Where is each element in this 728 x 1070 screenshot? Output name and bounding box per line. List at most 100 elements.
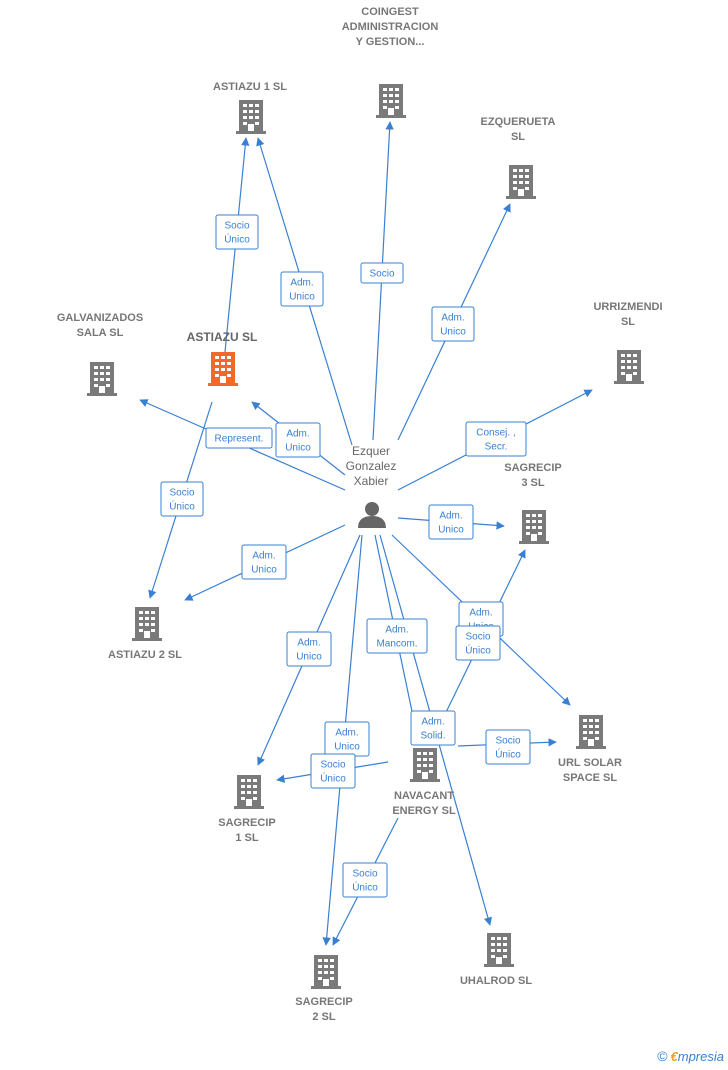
edge-label-text: Unico	[251, 565, 277, 576]
edge-label-text: Socio	[465, 632, 490, 643]
edge-label-text: Unico	[334, 742, 360, 753]
edge-label-text: Único	[169, 500, 195, 513]
edge-label-text: Socio	[369, 269, 394, 280]
company-label: ASTIAZU 2 SL	[108, 649, 182, 661]
edge-label-text: Único	[224, 233, 250, 246]
edge-label-text: Unico	[289, 292, 315, 303]
person-icon	[358, 502, 386, 528]
company-label: 1 SL	[235, 832, 259, 844]
building-icon	[311, 955, 341, 989]
person-label: Xabier	[354, 474, 389, 488]
edge-label-box	[286, 631, 332, 667]
company-label: SL	[511, 131, 525, 143]
edge-label-box	[160, 481, 204, 517]
edge-label-box	[485, 729, 531, 765]
company-label: SAGRECIP	[295, 996, 352, 1008]
building-icon	[376, 84, 406, 118]
edge-label-e15[interactable]: Adm. Unico	[324, 721, 370, 757]
edge-label-box	[310, 753, 356, 789]
company-label: 3 SL	[521, 477, 545, 489]
company-label: URRIZMENDI	[593, 301, 662, 313]
edge-label-text: Represent.	[215, 434, 264, 445]
company-node-ezquerueta[interactable]: EZQUERUETA SL	[481, 116, 556, 199]
edge-label-e13[interactable]: Adm. Mancom.	[366, 618, 428, 654]
edge-label-text: Socio	[224, 221, 249, 232]
company-label: SALA SL	[77, 327, 124, 339]
edge-labels-layer: SocioÚnicoAdm.UnicoSocioAdm.UnicoConsej.…	[160, 214, 531, 898]
company-node-urrizmendi[interactable]: URRIZMENDI SL	[593, 301, 663, 384]
edge-label-e5[interactable]: Consej. ,Secr.	[465, 421, 527, 457]
edge-label-text: Socio	[169, 488, 194, 499]
building-icon	[614, 350, 644, 384]
edge-label-e17[interactable]: Adm.Solid.	[410, 710, 456, 746]
company-label: EZQUERUETA	[481, 116, 556, 128]
company-node-sagrecip3[interactable]: SAGRECIP 3 SL	[504, 462, 562, 544]
edge-label-box	[241, 544, 287, 580]
building-icon	[519, 510, 549, 544]
company-label: COINGEST	[361, 6, 419, 18]
edge-label-text: Unico	[285, 443, 311, 454]
company-label: SL	[621, 316, 635, 328]
building-icon	[576, 715, 606, 749]
edge-label-text: Adm.	[439, 511, 462, 522]
edge-label-box	[465, 421, 527, 457]
company-label: ENERGY SL	[392, 805, 456, 817]
edge-label-text: Socio	[495, 736, 520, 747]
edge-label-text: Socio	[352, 869, 377, 880]
company-node-astiazu1[interactable]: ASTIAZU 1 SL	[213, 81, 287, 134]
edge-label-text: Unico	[438, 525, 464, 536]
edge-label-text: Adm.	[290, 278, 313, 289]
edge-label-e10[interactable]: Adm. Unico	[241, 544, 287, 580]
company-label: ADMINISTRACION	[342, 21, 439, 33]
edge-label-text: Adm.	[469, 608, 492, 619]
edge-label-text: Adm.	[335, 728, 358, 739]
company-node-astiazu2[interactable]: ASTIAZU 2 SL	[108, 607, 182, 661]
edge-label-box	[428, 504, 474, 540]
edge-label-text: Único	[320, 772, 346, 785]
company-label: UHALROD SL	[460, 975, 532, 987]
person-label: Gonzalez	[346, 459, 397, 473]
building-icon	[87, 362, 117, 396]
edge-label-text: Único	[495, 748, 521, 761]
edge-label-e7[interactable]: Adm. Unico	[275, 422, 321, 458]
company-label: SAGRECIP	[504, 462, 561, 474]
company-label: Y GESTION...	[356, 36, 425, 48]
company-node-sagrecip1[interactable]: SAGRECIP 1 SL	[218, 775, 276, 844]
edge-label-box	[360, 262, 404, 284]
company-node-astiazu[interactable]: ASTIAZU SL	[187, 330, 258, 386]
edge-label-e2[interactable]: Adm. Unico	[280, 271, 324, 307]
building-icon	[132, 607, 162, 641]
edge-label-text: Mancom.	[376, 639, 417, 650]
edge-label-text: Adm.	[421, 717, 444, 728]
company-node-sagrecip2[interactable]: SAGRECIP 2 SL	[295, 955, 353, 1023]
building-icon	[236, 100, 266, 134]
building-icon	[234, 775, 264, 809]
company-node-coingest[interactable]: COINGEST ADMINISTRACION Y GESTION...	[342, 6, 439, 118]
edge-label-e9[interactable]: Adm. Unico	[428, 504, 474, 540]
company-node-uhalrod[interactable]: UHALROD SL	[460, 933, 532, 987]
company-label: SAGRECIP	[218, 817, 275, 829]
company-label: ASTIAZU 1 SL	[213, 81, 287, 93]
edge-label-e14[interactable]: Adm.Unico	[286, 631, 332, 667]
edge-label-e6[interactable]: Represent.	[205, 427, 273, 449]
person-label: Ezquer	[352, 444, 390, 458]
edge-label-e4[interactable]: Adm.Unico	[431, 306, 475, 342]
building-icon	[484, 933, 514, 967]
edge-label-e3[interactable]: Socio	[360, 262, 404, 284]
company-label: 2 SL	[312, 1011, 336, 1023]
edge-label-text: Adm.	[286, 429, 309, 440]
edge-label-text: Adm.	[252, 551, 275, 562]
edge-label-text: Adm.	[441, 313, 464, 324]
edge-label-text: Adm.	[385, 625, 408, 636]
nodes-layer: ASTIAZU 1 SL COINGEST ADMINISTRACION Y GEST…	[57, 6, 663, 1023]
